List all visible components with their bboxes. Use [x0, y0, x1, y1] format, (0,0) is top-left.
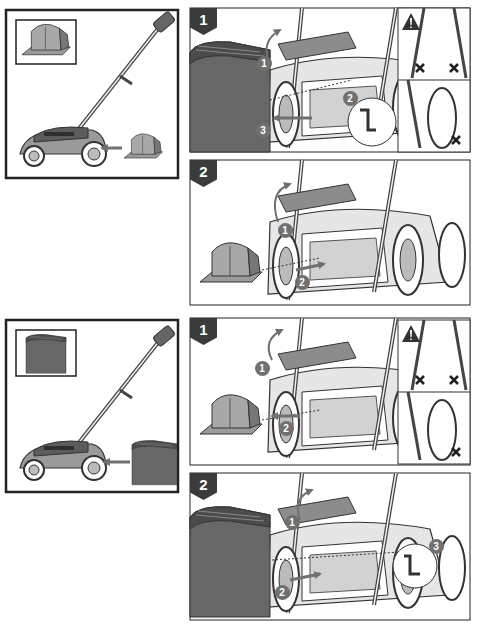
callout-number-text: 1: [259, 361, 265, 376]
callout-number: 2: [295, 275, 310, 290]
callout-number: 3: [256, 123, 271, 138]
callout-number-text: 2: [299, 275, 305, 290]
callout-number-text: 3: [260, 123, 266, 138]
callout-number: 2: [275, 585, 290, 600]
callout-number: 2: [279, 421, 294, 436]
callout-number-text: 3: [433, 539, 439, 554]
callout-number-text: 1: [282, 223, 288, 238]
step-number-text: 2: [199, 163, 207, 180]
callout-number-text: 2: [347, 91, 353, 106]
callout-number: 1: [257, 56, 272, 71]
callout-number: 1: [278, 223, 293, 238]
step-number-text: 1: [199, 321, 207, 338]
callout-number-text: 1: [261, 56, 267, 71]
callout-number: 1: [255, 361, 270, 376]
step-number-text: 1: [199, 11, 207, 28]
callout-number: 3: [429, 539, 444, 554]
step-number-text: 2: [199, 476, 207, 493]
callout-number: 1: [285, 515, 300, 530]
callout-number: 2: [343, 91, 358, 106]
callout-number-text: 1: [289, 515, 295, 530]
callout-number-text: 2: [283, 421, 289, 436]
callout-number-text: 2: [279, 585, 285, 600]
